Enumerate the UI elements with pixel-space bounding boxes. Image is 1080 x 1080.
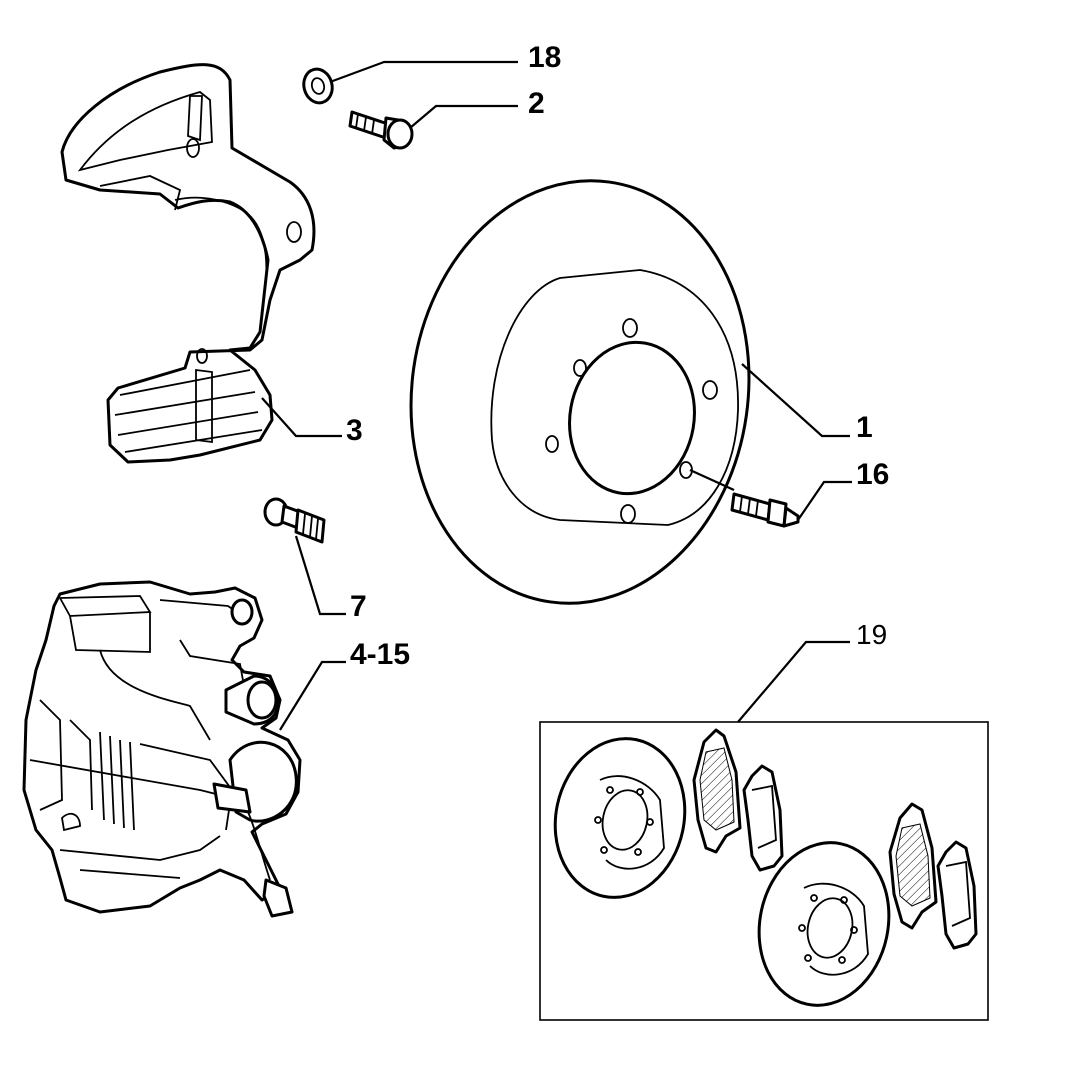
leader-3 xyxy=(261,397,342,438)
leader-1 xyxy=(741,363,850,438)
washer-part xyxy=(302,67,334,105)
bolt-part xyxy=(348,110,414,150)
leader-16 xyxy=(797,480,852,521)
dust-shield-part xyxy=(60,63,316,464)
callout-1: 1 xyxy=(856,411,873,444)
leader-18 xyxy=(329,60,518,84)
leader-2 xyxy=(409,104,518,129)
kit-pads-a xyxy=(692,728,784,872)
kit-disc-a xyxy=(553,737,687,899)
brake-kit-box xyxy=(539,721,989,1021)
callout-7: 7 xyxy=(350,590,367,623)
kit-disc-b xyxy=(757,841,891,1007)
leader-4-15 xyxy=(279,660,346,731)
callout-4-15: 4-15 xyxy=(350,638,410,671)
leader-1-stud xyxy=(689,468,735,492)
callout-labels: 18 2 3 1 16 7 4-15 19 xyxy=(346,41,889,671)
callout-18: 18 xyxy=(528,41,561,74)
leader-lines xyxy=(261,60,852,731)
callout-19: 19 xyxy=(856,619,887,650)
bleed-screw-part xyxy=(263,497,326,544)
brake-disc-part xyxy=(409,179,751,605)
stud-part xyxy=(730,492,800,528)
callout-3: 3 xyxy=(346,414,363,447)
leader-7 xyxy=(294,535,346,616)
caliper-part xyxy=(22,580,302,918)
callout-2: 2 xyxy=(528,87,545,120)
kit-pads-b xyxy=(888,802,978,950)
callout-16: 16 xyxy=(856,458,889,491)
leader-19 xyxy=(737,640,850,723)
